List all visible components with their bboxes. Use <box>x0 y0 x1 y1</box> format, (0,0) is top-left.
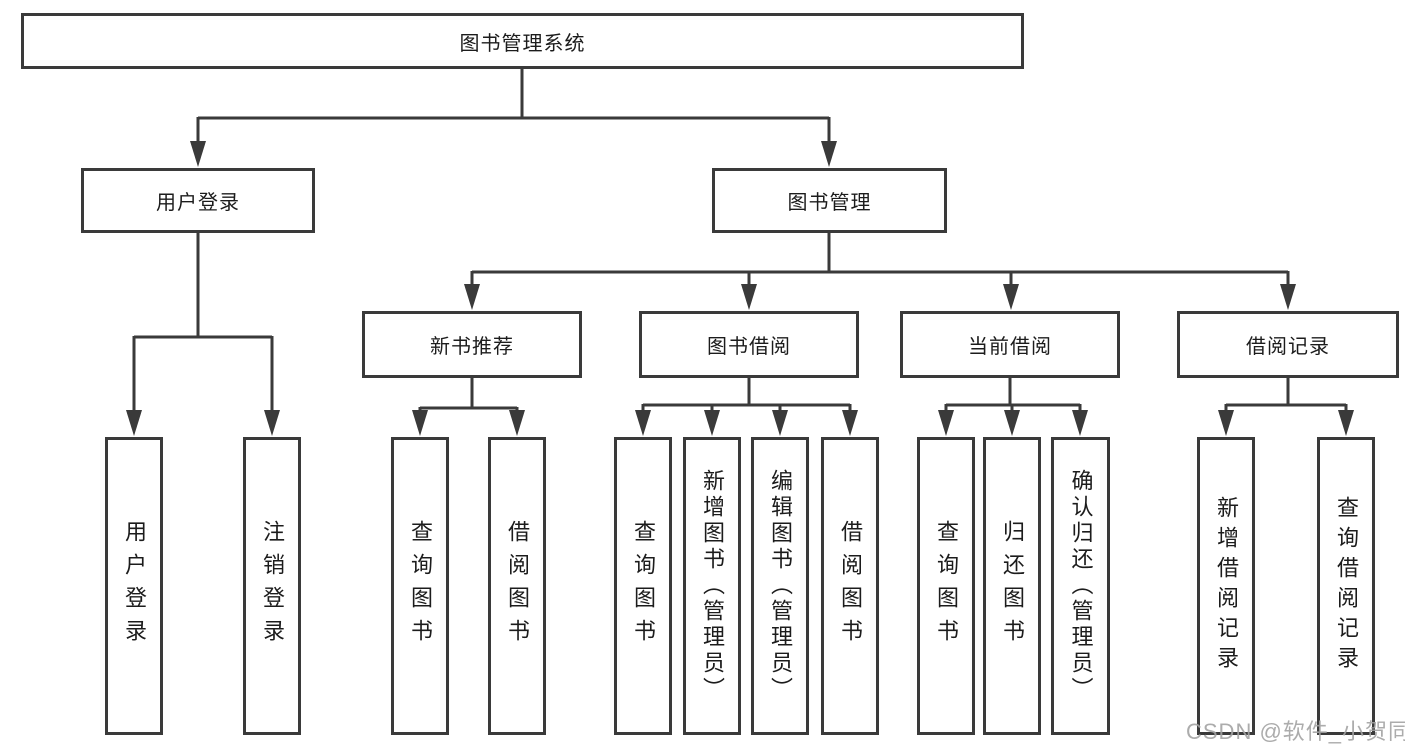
leaf-records-query-record-label: 查询借阅记录 <box>1334 496 1359 676</box>
leaf-user-login-label: 用户登录 <box>122 520 147 652</box>
leaf-borrow-edit-books-admin-label: 编辑图书（管理员） <box>768 469 793 703</box>
node-book-management-label: 图书管理 <box>787 192 872 214</box>
leaf-records-query-record: 查询借阅记录 <box>1317 437 1375 735</box>
node-root-label: 图书管理系统 <box>459 32 586 55</box>
leaf-current-query-books: 查询图书 <box>917 437 975 735</box>
leaf-recommend-query-books: 查询图书 <box>391 437 449 735</box>
leaf-logout-label: 注销登录 <box>260 520 285 652</box>
node-current-borrow: 当前借阅 <box>900 311 1120 378</box>
leaf-current-confirm-return-admin: 确认归还（管理员） <box>1051 437 1110 735</box>
leaf-user-login: 用户登录 <box>105 437 163 735</box>
leaf-records-add-record-label: 新增借阅记录 <box>1214 496 1239 676</box>
node-new-book-recommend: 新书推荐 <box>362 311 582 378</box>
node-book-management: 图书管理 <box>712 168 947 233</box>
node-user-login: 用户登录 <box>81 168 315 233</box>
node-user-login-label: 用户登录 <box>156 192 240 214</box>
arrowheads <box>126 141 1354 436</box>
leaf-recommend-borrow-books: 借阅图书 <box>488 437 546 735</box>
leaf-borrow-query-books-label: 查询图书 <box>631 520 656 652</box>
node-new-book-recommend-label: 新书推荐 <box>430 336 514 358</box>
leaf-borrow-query-books: 查询图书 <box>614 437 672 735</box>
leaf-borrow-borrow-books: 借阅图书 <box>821 437 879 735</box>
leaf-logout: 注销登录 <box>243 437 301 735</box>
leaf-borrow-borrow-books-label: 借阅图书 <box>838 520 863 652</box>
node-book-borrow-label: 图书借阅 <box>707 336 791 358</box>
leaf-borrow-add-books-admin: 新增图书（管理员） <box>683 437 741 735</box>
leaf-current-confirm-return-admin-label: 确认归还（管理员） <box>1068 469 1094 703</box>
leaf-borrow-edit-books-admin: 编辑图书（管理员） <box>751 437 809 735</box>
leaf-records-add-record: 新增借阅记录 <box>1197 437 1255 735</box>
csdn-watermark: CSDN @软件_小贺同学 <box>1186 719 1405 744</box>
node-borrow-records-label: 借阅记录 <box>1246 336 1330 358</box>
leaf-recommend-borrow-books-label: 借阅图书 <box>505 520 530 652</box>
leaf-current-return-books: 归还图书 <box>983 437 1041 735</box>
leaf-recommend-query-books-label: 查询图书 <box>408 520 433 652</box>
leaf-borrow-add-books-admin-label: 新增图书（管理员） <box>700 469 725 703</box>
leaf-current-query-books-label: 查询图书 <box>934 520 959 652</box>
node-book-borrow: 图书借阅 <box>639 311 859 378</box>
node-root: 图书管理系统 <box>21 13 1024 69</box>
node-borrow-records: 借阅记录 <box>1177 311 1399 378</box>
leaf-current-return-books-label: 归还图书 <box>1000 520 1025 652</box>
node-current-borrow-label: 当前借阅 <box>968 336 1052 358</box>
